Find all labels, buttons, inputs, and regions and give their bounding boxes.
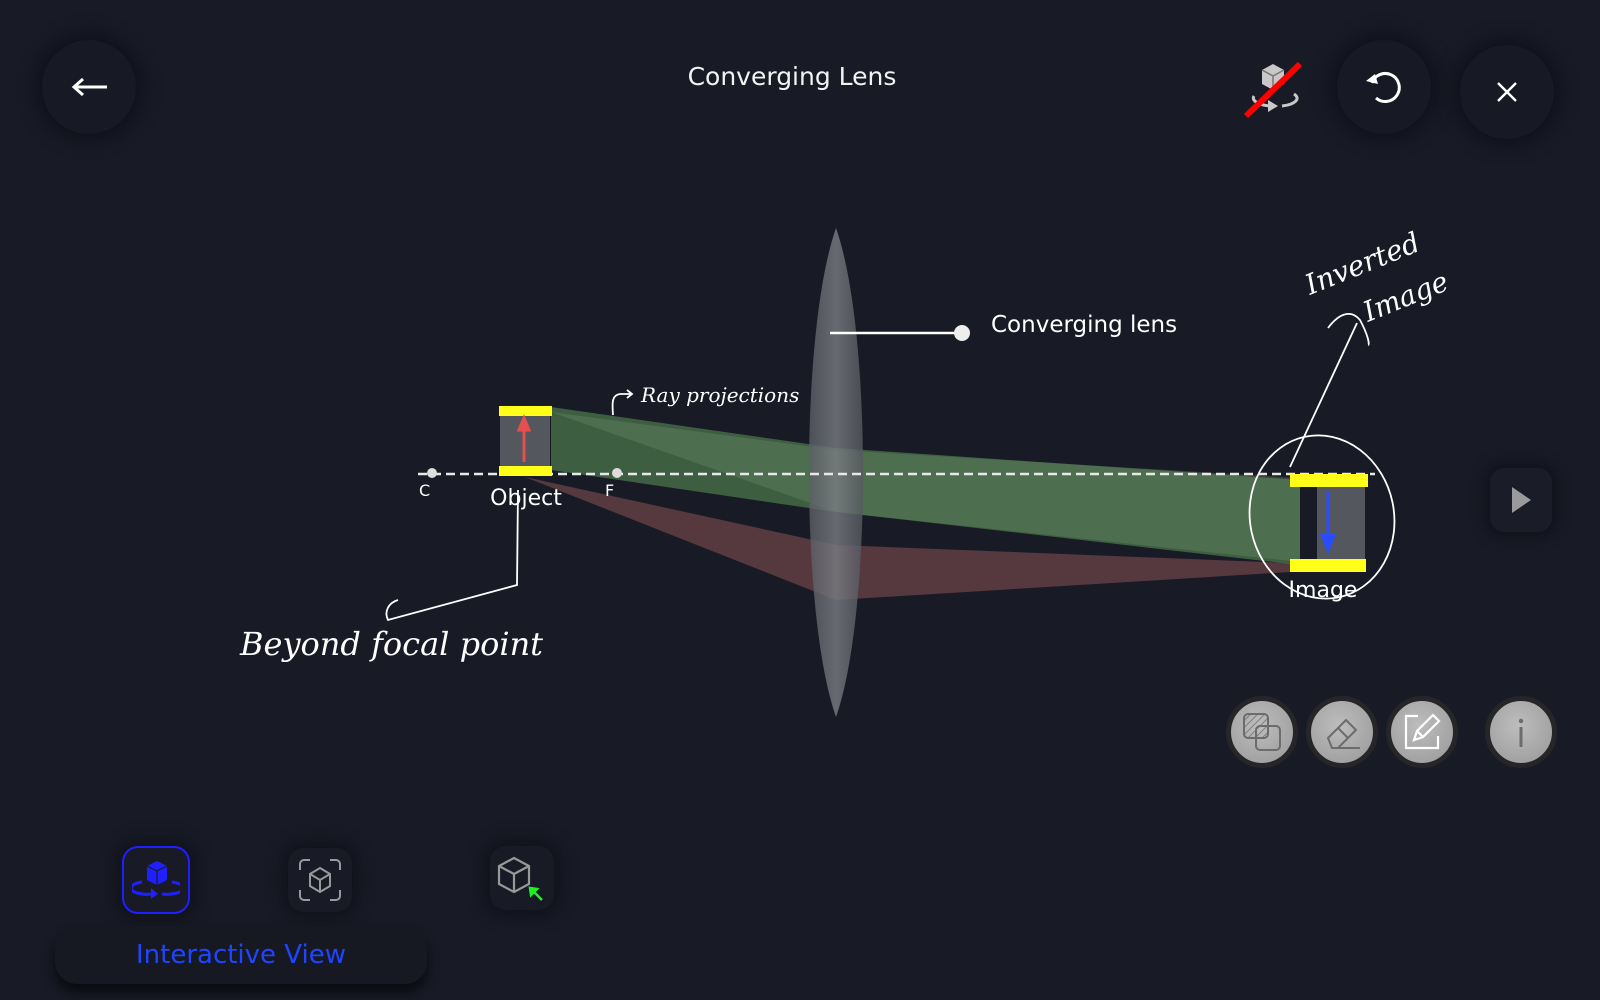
next-button[interactable] (1490, 468, 1552, 532)
eraser-icon (1326, 718, 1360, 749)
close-icon (1497, 82, 1517, 102)
point-f (612, 468, 622, 478)
ar-cube-icon (299, 859, 341, 901)
object-label: Object (490, 486, 562, 511)
ray-green-through-focus (551, 412, 1300, 562)
point-f-label: F (605, 481, 614, 500)
lens-label-dot (954, 325, 970, 341)
3d-select-view-button[interactable] (490, 846, 554, 910)
object[interactable] (499, 406, 552, 476)
page-title: Converging Lens (687, 62, 897, 91)
converging-lens[interactable] (809, 228, 863, 717)
svg-text:Beyond focal point: Beyond focal point (239, 625, 543, 663)
image[interactable] (1290, 474, 1368, 572)
info-button[interactable] (1485, 696, 1557, 768)
interactive-view-button[interactable] (122, 846, 190, 914)
image-arrow (1319, 492, 1337, 555)
arrow-left-icon (71, 77, 107, 97)
layers-button[interactable] (1226, 696, 1298, 768)
ray-green (551, 407, 1300, 565)
interactive-view-icon (132, 861, 180, 899)
reset-button[interactable] (1337, 40, 1431, 134)
view-mode-label: Interactive View (55, 926, 427, 984)
rotate-3d-disabled-icon (1243, 61, 1303, 119)
close-button[interactable] (1460, 45, 1554, 139)
lens-label: Converging lens (991, 312, 1177, 338)
ray-red (525, 477, 1290, 600)
eraser-button[interactable] (1306, 696, 1378, 768)
info-icon (1518, 718, 1524, 747)
point-c-label: C (419, 481, 430, 500)
pencil-edit-icon (1404, 713, 1441, 750)
object-arrow (516, 414, 532, 462)
layers-icon (1243, 713, 1281, 751)
edit-button[interactable] (1386, 696, 1458, 768)
annotation-beyond-focal-point: Beyond focal point (239, 489, 543, 663)
reset-icon (1366, 72, 1401, 103)
play-right-icon (1512, 487, 1531, 513)
cube-cursor-icon (497, 856, 543, 901)
point-c (427, 468, 437, 478)
svg-text:Ray projections: Ray projections (640, 383, 799, 407)
back-button[interactable] (42, 40, 136, 134)
rotation-toggle-button[interactable] (1240, 58, 1306, 120)
ar-view-button[interactable] (288, 848, 352, 912)
annotation-ray-projections: Ray projections (611, 383, 799, 416)
